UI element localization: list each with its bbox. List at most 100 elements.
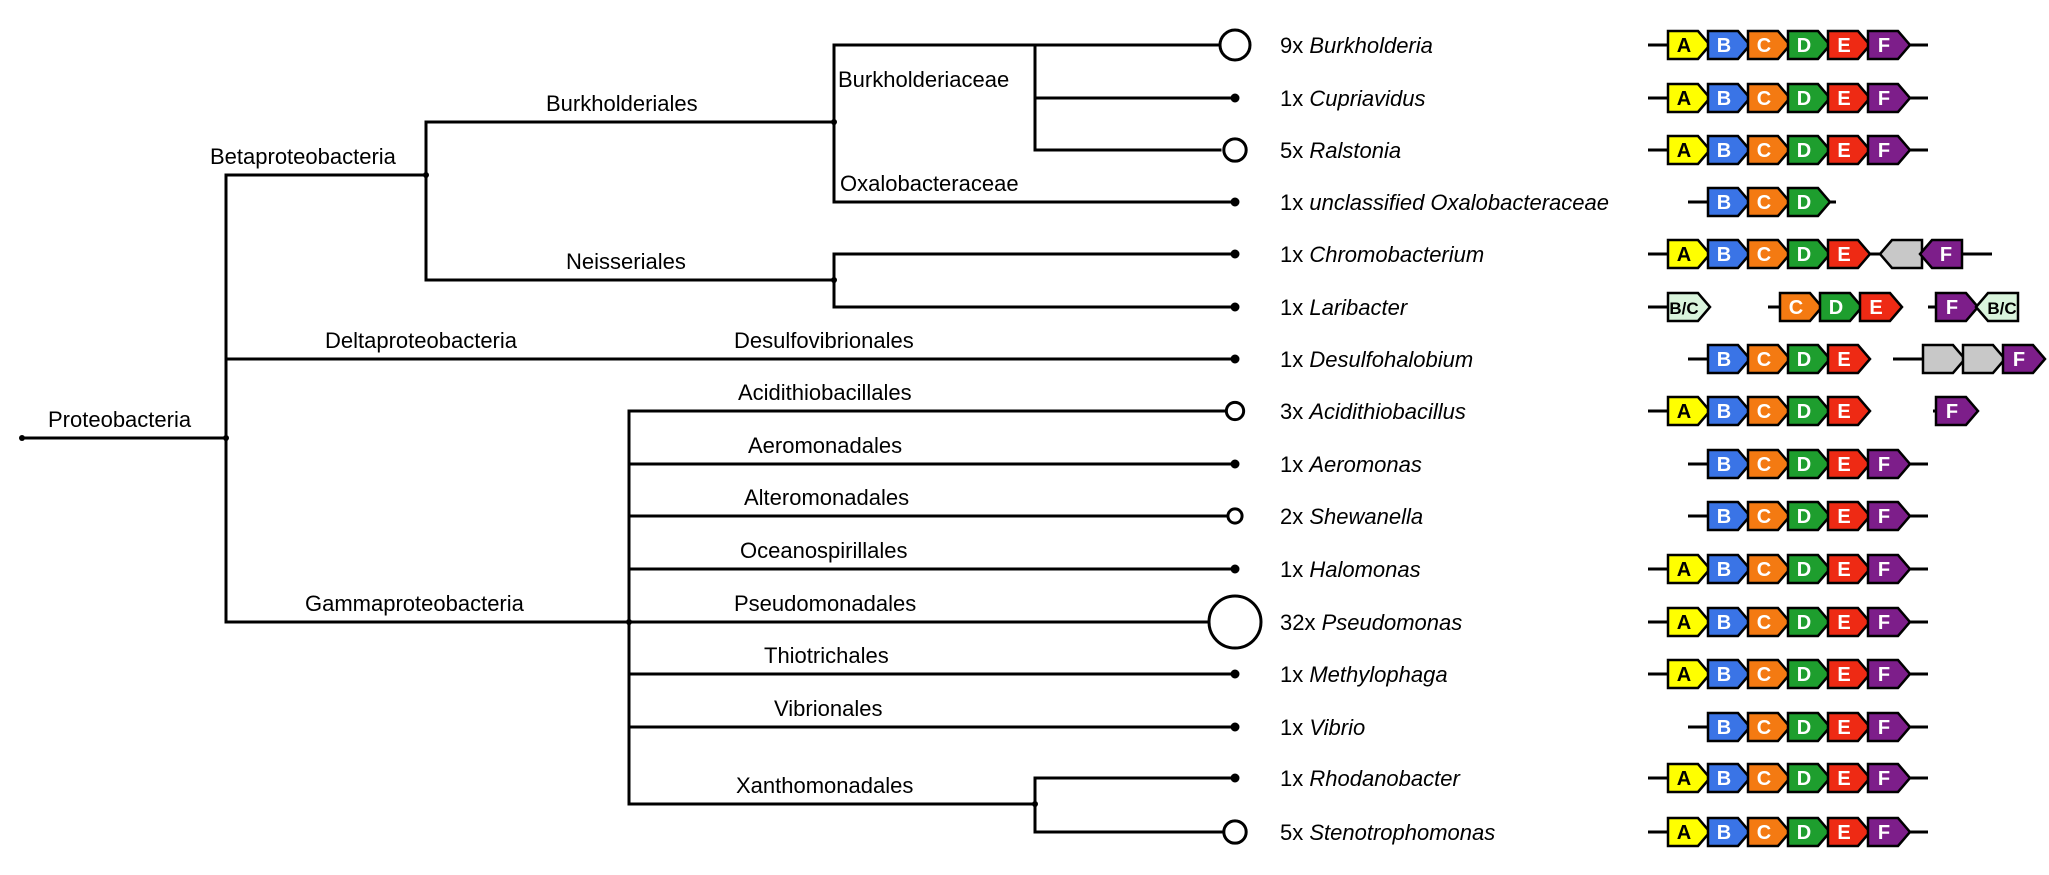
gene-e-arrow bbox=[1826, 238, 1872, 270]
genus-name: Cupriavidus bbox=[1309, 86, 1425, 111]
leaf-label: 1x Halomonas bbox=[1280, 557, 1421, 582]
gene-e-arrow bbox=[1826, 82, 1872, 114]
leaf-label: 2x Shewanella bbox=[1280, 504, 1423, 529]
gene-f-arrow bbox=[1934, 291, 1980, 323]
gene-a-arrow bbox=[1666, 658, 1712, 690]
label-vibrionales: Vibrionales bbox=[774, 696, 882, 721]
gene-c-arrow-label: C bbox=[1757, 192, 1771, 214]
gene-f-arrow bbox=[1866, 658, 1912, 690]
gene-d-arrow bbox=[1786, 448, 1832, 480]
gene-unnamed-arrow bbox=[1961, 343, 2007, 375]
gene-d-arrow-label: D bbox=[1797, 35, 1811, 57]
gene-b-arrow bbox=[1706, 553, 1752, 585]
gene-b-arrow bbox=[1706, 500, 1752, 532]
gene-d-arrow-label: D bbox=[1797, 612, 1811, 634]
label-burkholderiales: Burkholderiales bbox=[546, 91, 698, 116]
label-root: Proteobacteria bbox=[48, 407, 192, 432]
gene-a-arrow bbox=[1666, 134, 1712, 166]
gene-f-arrow-label: F bbox=[1878, 35, 1890, 57]
leaf-label: 1x Vibrio bbox=[1280, 715, 1365, 740]
gene-f-arrow bbox=[1918, 238, 1964, 270]
gene-e-arrow bbox=[1826, 448, 1872, 480]
label-thiotrichales: Thiotrichales bbox=[764, 643, 889, 668]
gene-b-arrow bbox=[1706, 395, 1752, 427]
gene-e-arrow-label: E bbox=[1869, 297, 1882, 319]
gene-d-arrow-label: D bbox=[1797, 454, 1811, 476]
gene-a-arrow bbox=[1666, 395, 1712, 427]
gene-d-arrow-label: D bbox=[1797, 559, 1811, 581]
gene-d-arrow-label: D bbox=[1797, 192, 1811, 214]
gene-b-arrow bbox=[1706, 186, 1752, 218]
gene-c-arrow bbox=[1746, 134, 1792, 166]
gene-a-arrow bbox=[1666, 816, 1712, 848]
gene-f-arrow bbox=[1866, 762, 1912, 794]
strain-count-circle bbox=[1226, 507, 1244, 525]
gene-f-arrow bbox=[1866, 448, 1912, 480]
gene-e-arrow bbox=[1826, 500, 1872, 532]
strain-count: 5x bbox=[1280, 820, 1309, 845]
gene-b-arrow-label: B bbox=[1717, 768, 1731, 790]
gene-f-arrow bbox=[1866, 553, 1912, 585]
gene-d-arrow bbox=[1786, 395, 1832, 427]
strain-count: 1x bbox=[1280, 715, 1309, 740]
gene-c-arrow bbox=[1746, 711, 1792, 743]
gene-c-arrow-label: C bbox=[1757, 559, 1771, 581]
gene-unnamed-arrow bbox=[1878, 238, 1924, 270]
gene-d-arrow-label: D bbox=[1797, 822, 1811, 844]
gene-c-arrow bbox=[1746, 29, 1792, 61]
strain-count: 32x bbox=[1280, 610, 1322, 635]
gene-c-arrow-label: C bbox=[1757, 35, 1771, 57]
gene-f-arrow-label: F bbox=[2013, 349, 2025, 371]
leaf-label: 32x Pseudomonas bbox=[1280, 610, 1462, 635]
node-dots bbox=[19, 119, 1038, 807]
leaf-label: 1x unclassified Oxalobacteraceae bbox=[1280, 190, 1609, 215]
gene-b-arrow-label: B bbox=[1717, 612, 1731, 634]
leaf-label: 1x Desulfohalobium bbox=[1280, 347, 1473, 372]
gene-e-arrow bbox=[1826, 553, 1872, 585]
gene-e-arrow-label: E bbox=[1837, 140, 1850, 162]
gene-f-arrow bbox=[2001, 343, 2047, 375]
label-burkholderiaceae: Burkholderiaceae bbox=[838, 67, 1009, 92]
gene-a-arrow-label: A bbox=[1677, 401, 1691, 423]
label-oceanospirillales: Oceanospirillales bbox=[740, 538, 908, 563]
genus-name: Desulfohalobium bbox=[1309, 347, 1473, 372]
gene-b-arrow bbox=[1706, 448, 1752, 480]
strain-count-circle bbox=[1230, 302, 1240, 312]
gene-a-arrow-label: A bbox=[1677, 88, 1691, 110]
gene-a-arrow-label: A bbox=[1677, 612, 1691, 634]
gene-c-arrow bbox=[1746, 553, 1792, 585]
gene-d-arrow-label: D bbox=[1829, 297, 1843, 319]
leaf-label: 1x Laribacter bbox=[1280, 295, 1409, 320]
gene-c-arrow-label: C bbox=[1757, 612, 1771, 634]
strain-count-circle bbox=[1230, 93, 1240, 103]
strain-count-circle bbox=[1230, 459, 1240, 469]
label-pseudomonadales: Pseudomonadales bbox=[734, 591, 916, 616]
strain-count-circle bbox=[1230, 773, 1240, 783]
gene-d-arrow-label: D bbox=[1797, 88, 1811, 110]
gene-c-arrow-label: C bbox=[1757, 244, 1771, 266]
gene-b-arrow-label: B bbox=[1717, 401, 1731, 423]
genus-name: Rhodanobacter bbox=[1309, 766, 1461, 791]
gene-a-arrow-label: A bbox=[1677, 664, 1691, 686]
strain-count-circle bbox=[1230, 354, 1240, 364]
label-aeromonadales: Aeromonadales bbox=[748, 433, 902, 458]
gene-a-arrow bbox=[1666, 606, 1712, 638]
gene-d-arrow bbox=[1786, 711, 1832, 743]
gene-d-arrow-label: D bbox=[1797, 140, 1811, 162]
gene-d-arrow-label: D bbox=[1797, 401, 1811, 423]
label-alteromonadales: Alteromonadales bbox=[744, 485, 909, 510]
label-betaproteobacteria: Betaproteobacteria bbox=[210, 144, 397, 169]
leaf-label: 1x Aeromonas bbox=[1280, 452, 1422, 477]
gene-e-arrow-label: E bbox=[1837, 349, 1850, 371]
